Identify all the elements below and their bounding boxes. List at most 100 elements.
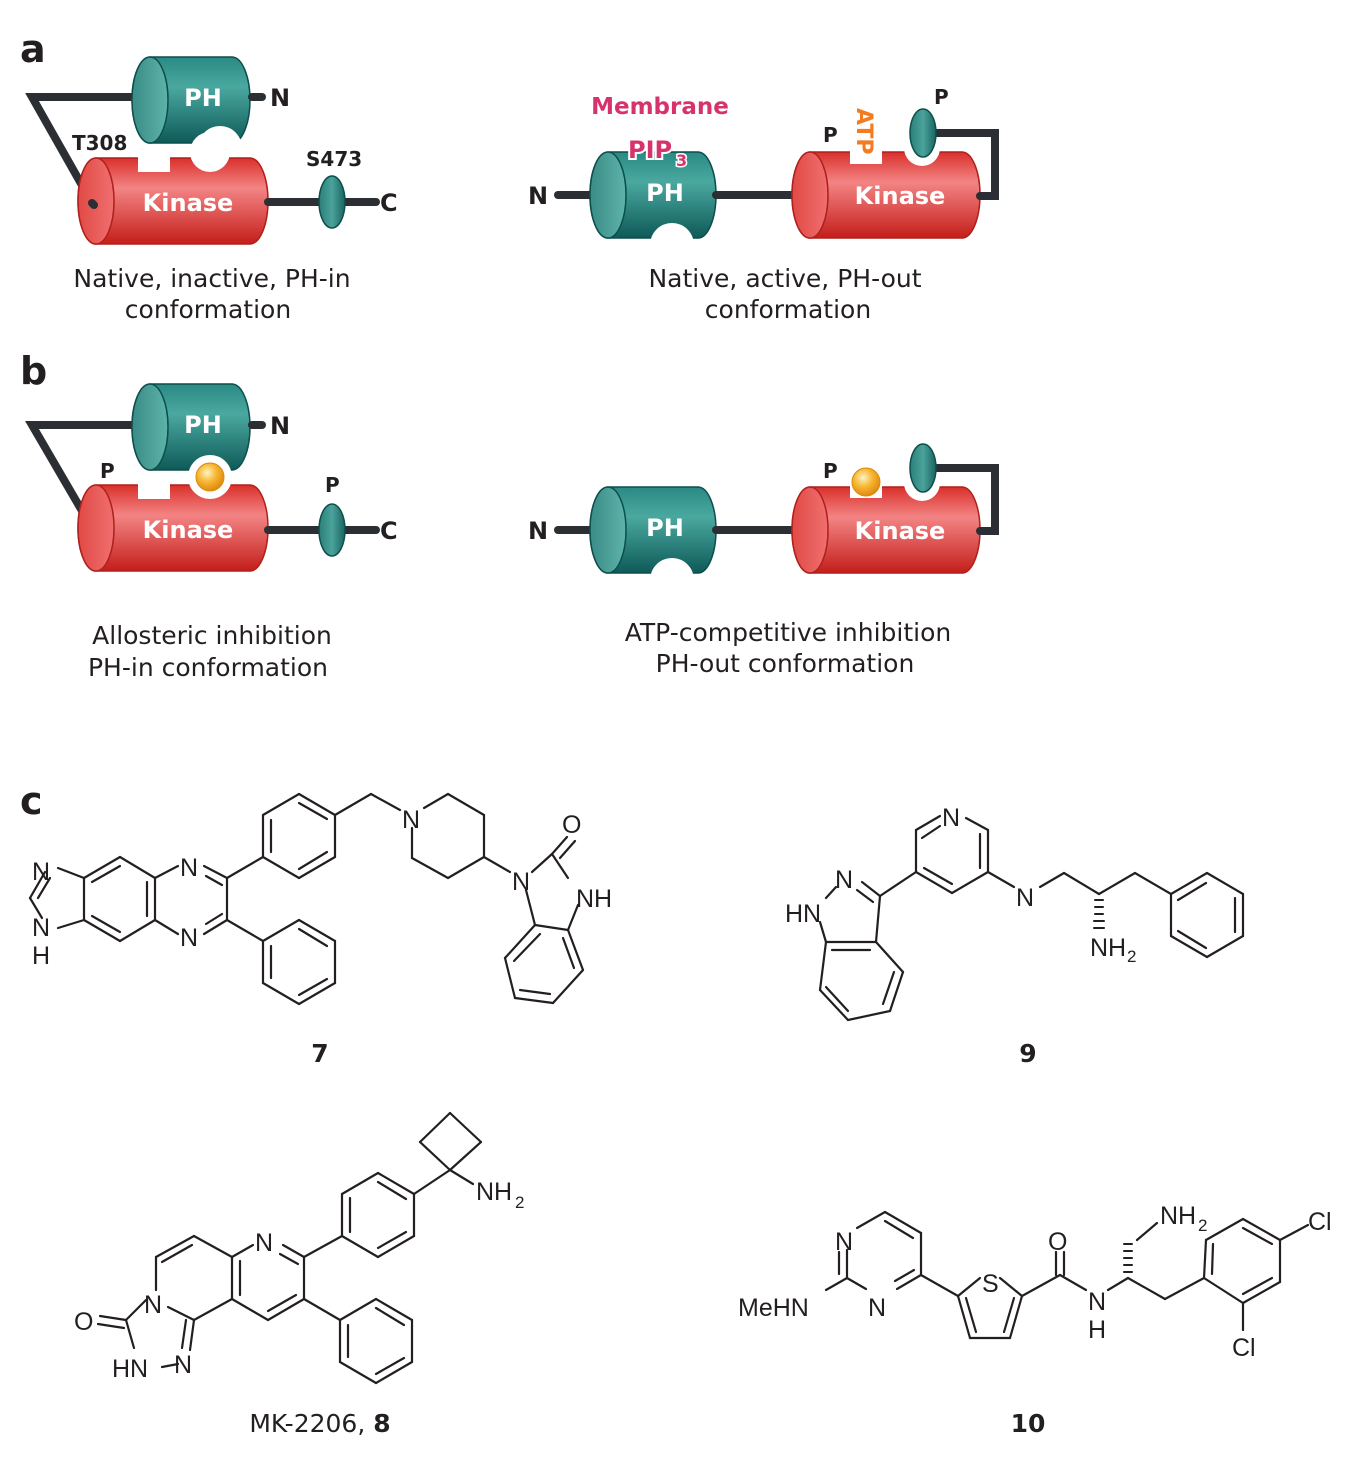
linker-end xyxy=(88,199,98,209)
membrane-label: Membrane xyxy=(591,94,729,120)
atom-o: O xyxy=(562,811,581,839)
compound-9-structure: N N HN N NH 2 9 xyxy=(785,804,1245,1068)
atom-nh: NH xyxy=(576,885,612,913)
caption-line-1: Allosteric inhibition xyxy=(92,621,332,650)
ph-domain: PH xyxy=(131,56,251,170)
site-s473-label: S473 xyxy=(306,147,362,171)
compound-8-name: MK-2206, xyxy=(249,1409,373,1438)
kinase-domain: Kinase xyxy=(77,132,269,245)
atom-mehn: MeHN xyxy=(738,1294,809,1322)
atom-cl: Cl xyxy=(1232,1334,1256,1362)
phospho-kinase-label: P xyxy=(823,459,838,483)
panel-a: a PH N T308 Kinase xyxy=(20,27,999,324)
atom-n: N xyxy=(32,858,50,886)
kinase-label: Kinase xyxy=(143,189,234,217)
caption-line-2: conformation xyxy=(125,295,291,324)
kinase-domain: Kinase xyxy=(791,465,981,574)
c-tail xyxy=(931,464,999,535)
ph-label: PH xyxy=(184,411,222,439)
atom-n: N xyxy=(180,924,198,952)
caption-line-2: conformation xyxy=(705,295,871,324)
panel-c: c xyxy=(20,779,1332,1438)
s473-site-ellipse xyxy=(909,108,937,158)
site-t308-label: T308 xyxy=(72,131,127,155)
atom-nh2: NH xyxy=(1160,1202,1196,1230)
s473-site-ellipse xyxy=(318,175,346,229)
atom-n: N xyxy=(180,854,198,882)
n-terminus-label: N xyxy=(270,84,290,112)
ph-domain: PH xyxy=(589,151,717,267)
kinase-domain: Kinase xyxy=(77,483,269,572)
kinase-label: Kinase xyxy=(855,517,946,545)
compound-8-label: MK-2206, 8 xyxy=(249,1409,390,1438)
linker-ph-to-kinase xyxy=(25,421,146,532)
phospho-kinase-label: P xyxy=(823,123,838,147)
phospho-tail-label: P xyxy=(325,473,340,497)
s473-site-ellipse xyxy=(318,503,346,557)
c-tail xyxy=(931,129,999,200)
atom-hn: HN xyxy=(112,1355,148,1383)
atom-n: N xyxy=(402,806,420,834)
panel-letter-b: b xyxy=(20,349,47,393)
kinase-label: Kinase xyxy=(143,516,234,544)
kinase-domain: Kinase xyxy=(791,130,981,239)
atom-n: N xyxy=(512,868,530,896)
compound-8-number: 8 xyxy=(373,1409,390,1438)
diagram-native-active: Membrane N PH PIP 3 Kinase P ATP xyxy=(528,85,999,324)
c-terminus-label: C xyxy=(380,189,398,217)
compound-7-bonds xyxy=(28,792,585,1006)
pip3-subscript: 3 xyxy=(676,151,687,170)
atom-cl: Cl xyxy=(1308,1208,1332,1236)
compound-8-bonds xyxy=(96,1111,483,1385)
atom-subscript: 2 xyxy=(1127,947,1136,966)
atom-n: N xyxy=(144,1291,162,1319)
caption-line-2: PH-in conformation xyxy=(88,653,328,682)
atom-n: N xyxy=(174,1351,192,1379)
allosteric-inhibitor-sphere xyxy=(195,462,225,492)
compound-8-structure: NH 2 N N O HN N MK-2206, 8 xyxy=(74,1111,524,1438)
atom-n: N xyxy=(835,1228,853,1256)
ph-label: PH xyxy=(646,514,684,542)
atom-h: H xyxy=(1088,1316,1106,1344)
kinase-label: Kinase xyxy=(855,182,946,210)
phospho-kinase-label: P xyxy=(100,459,115,483)
compound-7-structure: N N H N N N O N NH 7 xyxy=(28,792,612,1068)
n-terminus-label: N xyxy=(270,412,290,440)
panel-b: b PH N Kinase P P C Allosteric in xyxy=(20,349,999,682)
compound-9-label: 9 xyxy=(1019,1039,1036,1068)
atom-o: O xyxy=(74,1308,93,1336)
compound-10-bonds xyxy=(824,1210,1310,1340)
atom-o: O xyxy=(1048,1228,1067,1256)
phospho-tail-label: P xyxy=(934,85,949,109)
atom-n: N xyxy=(868,1294,886,1322)
ph-label: PH xyxy=(646,179,684,207)
diagram-allosteric-inhibition: PH N Kinase P P C Allosteric inhibition … xyxy=(25,383,398,682)
atom-n: N xyxy=(32,914,50,942)
diagram-native-inactive: PH N T308 Kinase S473 C Native, inactive… xyxy=(25,56,398,324)
atom-n: N xyxy=(942,804,960,832)
linker-ph-to-kinase xyxy=(25,93,146,207)
compound-10-label: 10 xyxy=(1011,1409,1046,1438)
panel-letter-c: c xyxy=(20,779,43,823)
compound-10-structure: N N MeHN S O N H NH 2 Cl Cl 10 xyxy=(738,1202,1332,1438)
compound-7-label: 7 xyxy=(311,1039,328,1068)
atp-competitive-inhibitor-sphere xyxy=(851,467,881,497)
caption-line-1: Native, inactive, PH-in xyxy=(73,264,350,293)
caption-line-1: Native, active, PH-out xyxy=(648,264,921,293)
s473-site-ellipse xyxy=(909,443,937,493)
atom-n: N xyxy=(1016,884,1034,912)
ph-domain: PH xyxy=(131,383,251,471)
ph-domain: PH xyxy=(589,486,717,602)
caption-line-1: ATP-competitive inhibition xyxy=(625,618,952,647)
caption-line-2: PH-out conformation xyxy=(656,649,915,678)
pip3-label: PIP xyxy=(628,136,672,164)
diagram-atp-competitive-inhibition: N PH Kinase P ATP-competitive inhibition… xyxy=(528,443,999,678)
atom-n: N xyxy=(255,1229,273,1257)
atom-n: N xyxy=(835,866,853,894)
c-terminus-label: C xyxy=(380,517,398,545)
n-terminus-label: N xyxy=(528,517,548,545)
panel-letter-a: a xyxy=(20,27,46,71)
atom-nh2: NH xyxy=(1090,934,1126,962)
atom-nh2: NH xyxy=(476,1178,512,1206)
